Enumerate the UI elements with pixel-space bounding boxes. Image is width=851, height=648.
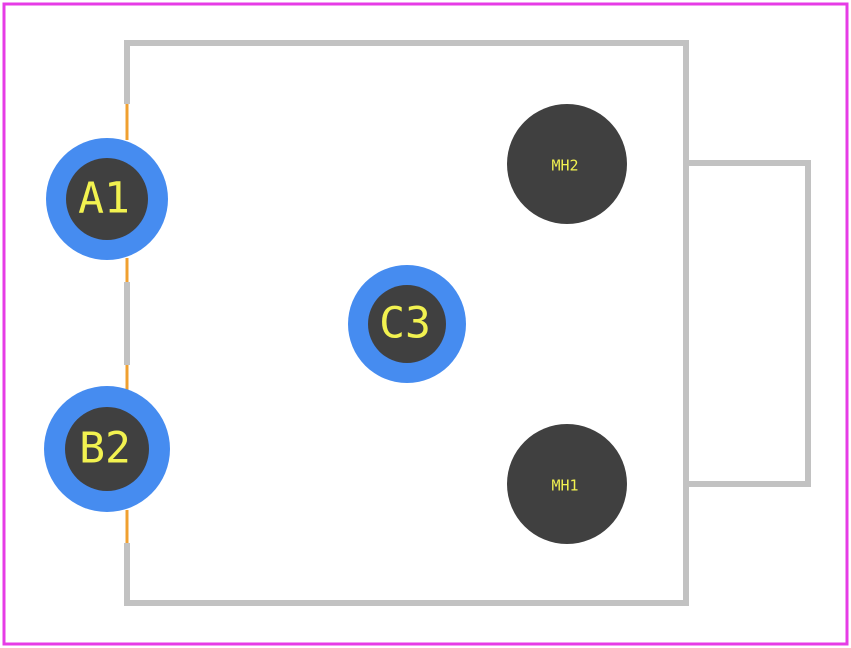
silkscreen-body bbox=[124, 40, 689, 606]
pad-c3[interactable]: C3 bbox=[348, 265, 466, 383]
mounting-hole-mh1[interactable]: MH1 bbox=[507, 424, 627, 544]
pad-a1-drill bbox=[66, 158, 148, 240]
pad-a1[interactable]: A1 bbox=[46, 138, 168, 260]
silkscreen-tab bbox=[689, 160, 811, 487]
pad-b2-drill bbox=[65, 407, 149, 491]
pad-b2-label: B2 bbox=[79, 424, 131, 474]
pad-c3-label: C3 bbox=[379, 299, 431, 349]
pad-a1-label: A1 bbox=[78, 174, 130, 224]
mh1-drill bbox=[507, 424, 627, 544]
mh1-label: MH1 bbox=[551, 477, 578, 495]
mh2-drill bbox=[507, 104, 627, 224]
mounting-hole-mh2[interactable]: MH2 bbox=[507, 104, 627, 224]
pad-c3-drill bbox=[368, 285, 446, 363]
mh2-label: MH2 bbox=[551, 157, 578, 175]
pad-b2[interactable]: B2 bbox=[44, 386, 170, 512]
tab-outline bbox=[689, 160, 811, 487]
